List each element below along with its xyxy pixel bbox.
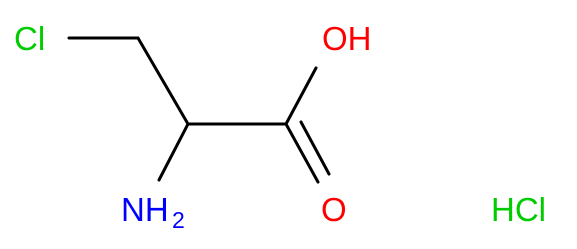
bond-ccarboxyl-o-inner [299, 120, 331, 176]
amine-label: NH [121, 191, 169, 228]
bond-layer [67, 36, 331, 184]
hydroxyl-label: OH [322, 20, 372, 57]
bond-ch2-calpha [136, 36, 190, 126]
amine-subscript: 2 [172, 207, 185, 233]
bond-calpha-nh2 [157, 122, 190, 182]
hcl-label: HCl [491, 191, 546, 228]
bond-ccarboxyl-oh [284, 66, 318, 126]
carbonyl-oxygen-label: O [321, 191, 347, 228]
bond-ccarboxyl-o-outer [284, 122, 320, 184]
chlorine-label: Cl [14, 20, 45, 57]
